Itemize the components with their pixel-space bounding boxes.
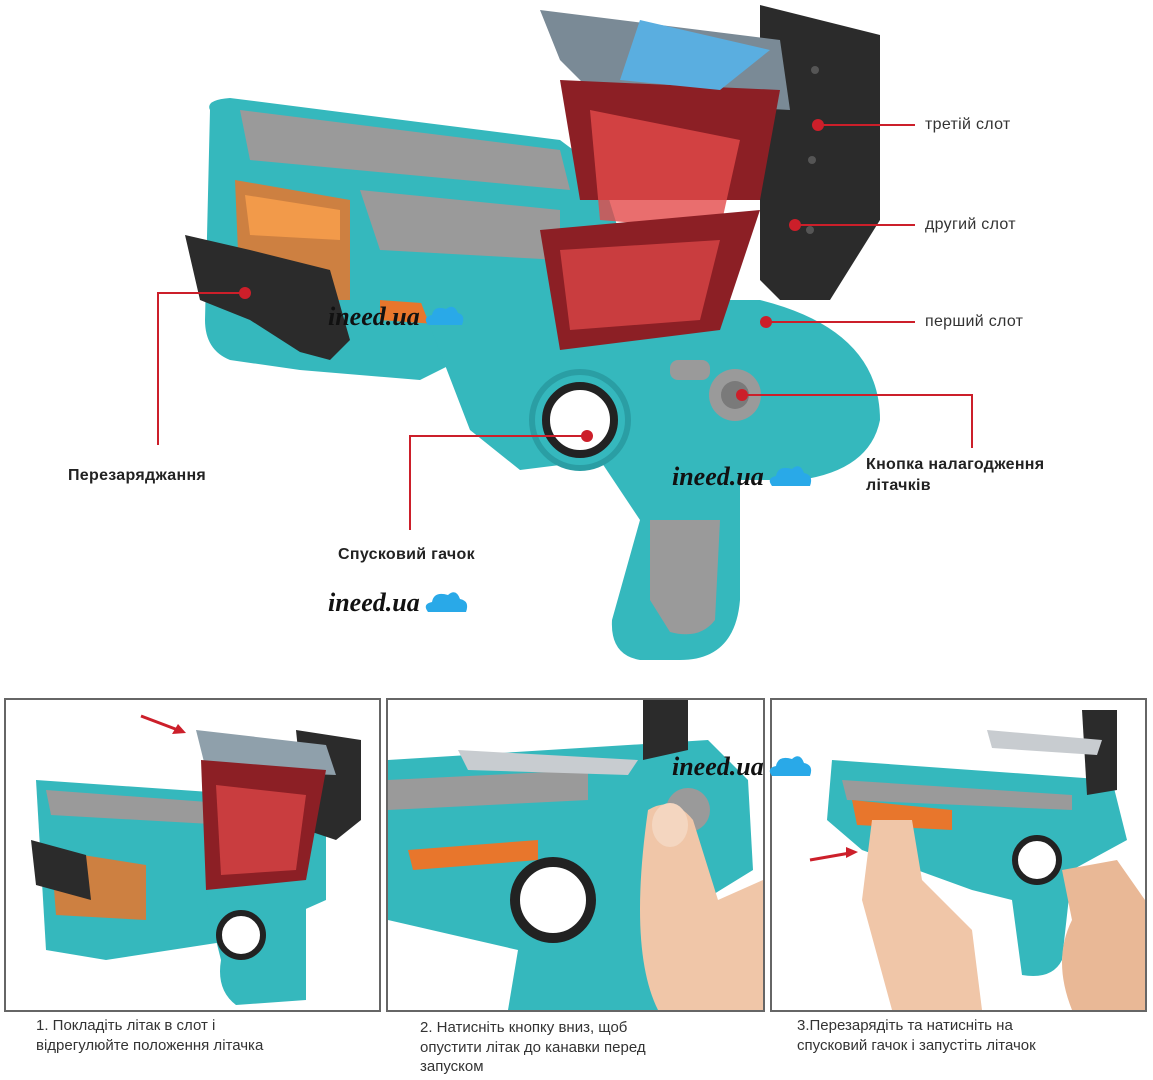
step-3-line1: 3.Перезарядіть та натисніть на [797, 1017, 1013, 1034]
watermark-text: ineed.ua [328, 302, 420, 331]
step-2-image [388, 700, 763, 1010]
step-3-panel [770, 698, 1147, 1012]
step-2-line3: запуском [420, 1058, 484, 1075]
red-arrow-icon [809, 847, 858, 862]
step-1-line2: відрегулюйте положення літачка [36, 1036, 264, 1054]
step-2-panel [386, 698, 765, 1012]
watermark: ineed.ua [328, 588, 472, 618]
watermark: ineed.ua [328, 302, 466, 332]
reload-label: Перезаряджання [68, 467, 207, 484]
cloud-icon [766, 752, 816, 782]
cloud-icon [422, 588, 472, 618]
watermark: ineed.ua [672, 462, 816, 492]
watermark-text: ineed.ua [328, 588, 420, 617]
first-slot-label: перший слот [925, 313, 1024, 330]
adjust-button-label: Кнопка налагодження літачків [866, 454, 1044, 496]
adjust-button-label-line1: Кнопка налагодження [866, 456, 1045, 473]
third-slot-label: третій слот [925, 116, 1011, 133]
trigger-label: Спусковий гачок [338, 546, 475, 563]
watermark-text: ineed.ua [672, 752, 764, 781]
cloud-icon [422, 303, 466, 331]
step-1-caption: 1. Покладіть літак в слот і відрегулюйте… [36, 1016, 376, 1055]
step-2-caption: 2. Натисніть кнопку вниз, щоб опустити л… [420, 1018, 760, 1077]
step-3-image [809, 710, 1145, 1010]
watermark-text: ineed.ua [672, 462, 764, 491]
step-1-image [31, 714, 361, 1005]
main-toy-illustration [150, 0, 910, 680]
second-slot-label: другий слот [925, 216, 1016, 233]
step-3-line2: спусковий гачок і запустіть літачок [797, 1036, 1036, 1054]
step-2-line2: опустити літак до канавки перед [420, 1038, 646, 1056]
airplane-launcher-gun-image [185, 5, 880, 660]
red-arrow-icon [140, 714, 186, 734]
watermark: ineed.ua [672, 752, 816, 782]
step-2-line1: 2. Натисніть кнопку вниз, щоб [420, 1019, 628, 1036]
step-1-line1: 1. Покладіть літак в слот і [36, 1017, 216, 1034]
step-3-caption: 3.Перезарядіть та натисніть на спусковий… [797, 1016, 1147, 1055]
cloud-icon [766, 462, 816, 492]
callout-lines [157, 124, 973, 530]
step-1-panel [4, 698, 381, 1012]
adjust-button-label-line2: літачків [866, 477, 931, 494]
